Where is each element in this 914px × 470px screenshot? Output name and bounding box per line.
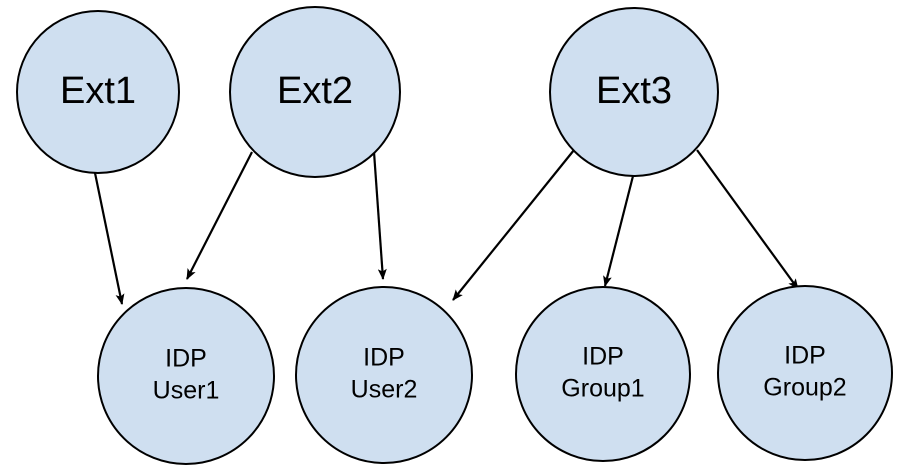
edge-ext1-to-idp-user1 (93, 172, 125, 305)
node-label-line1: IDP (582, 343, 624, 371)
node-label: Ext1 (60, 70, 136, 112)
node-ext3[interactable]: Ext3 (549, 7, 719, 177)
edge-ext2-to-idp-user2 (372, 151, 387, 280)
node-idp-user2[interactable]: IDP User2 (295, 286, 473, 464)
node-label-line1: IDP (784, 342, 826, 370)
edge-line (603, 175, 635, 287)
node-shape-circle[interactable] (717, 285, 893, 461)
node-ext2[interactable]: Ext2 (229, 6, 401, 178)
node-label-line2: Group2 (763, 374, 846, 402)
node-shape-circle[interactable] (16, 10, 180, 174)
edge-line (186, 151, 253, 280)
edge-ext3-to-idp-group1 (603, 175, 635, 287)
node-label-line2: Group1 (561, 375, 644, 403)
node-label-line2: User1 (153, 377, 220, 405)
node-label: Ext2 (277, 70, 353, 112)
edge-ext3-to-idp-user2 (452, 149, 575, 301)
edge-line (372, 151, 387, 280)
edge-line (696, 149, 799, 290)
node-idp-group1[interactable]: IDP Group1 (515, 286, 691, 462)
node-label: Ext3 (596, 70, 672, 112)
node-shape-circle[interactable] (549, 7, 719, 177)
node-shape-circle[interactable] (295, 286, 473, 464)
edge-ext3-to-idp-group2 (696, 149, 799, 290)
node-label-line1: IDP (165, 345, 207, 373)
node-shape-circle[interactable] (229, 6, 401, 178)
node-shape-circle[interactable] (515, 286, 691, 462)
edge-line (93, 172, 125, 305)
node-idp-group2[interactable]: IDP Group2 (717, 285, 893, 461)
edge-ext2-to-idp-user1 (186, 151, 253, 280)
node-label-line2: User2 (351, 376, 418, 404)
node-label-line1: IDP (363, 344, 405, 372)
node-ext1[interactable]: Ext1 (16, 10, 180, 174)
node-idp-user1[interactable]: IDP User1 (97, 287, 275, 465)
edges-layer (93, 149, 799, 305)
node-shape-circle[interactable] (97, 287, 275, 465)
edge-line (452, 149, 575, 301)
